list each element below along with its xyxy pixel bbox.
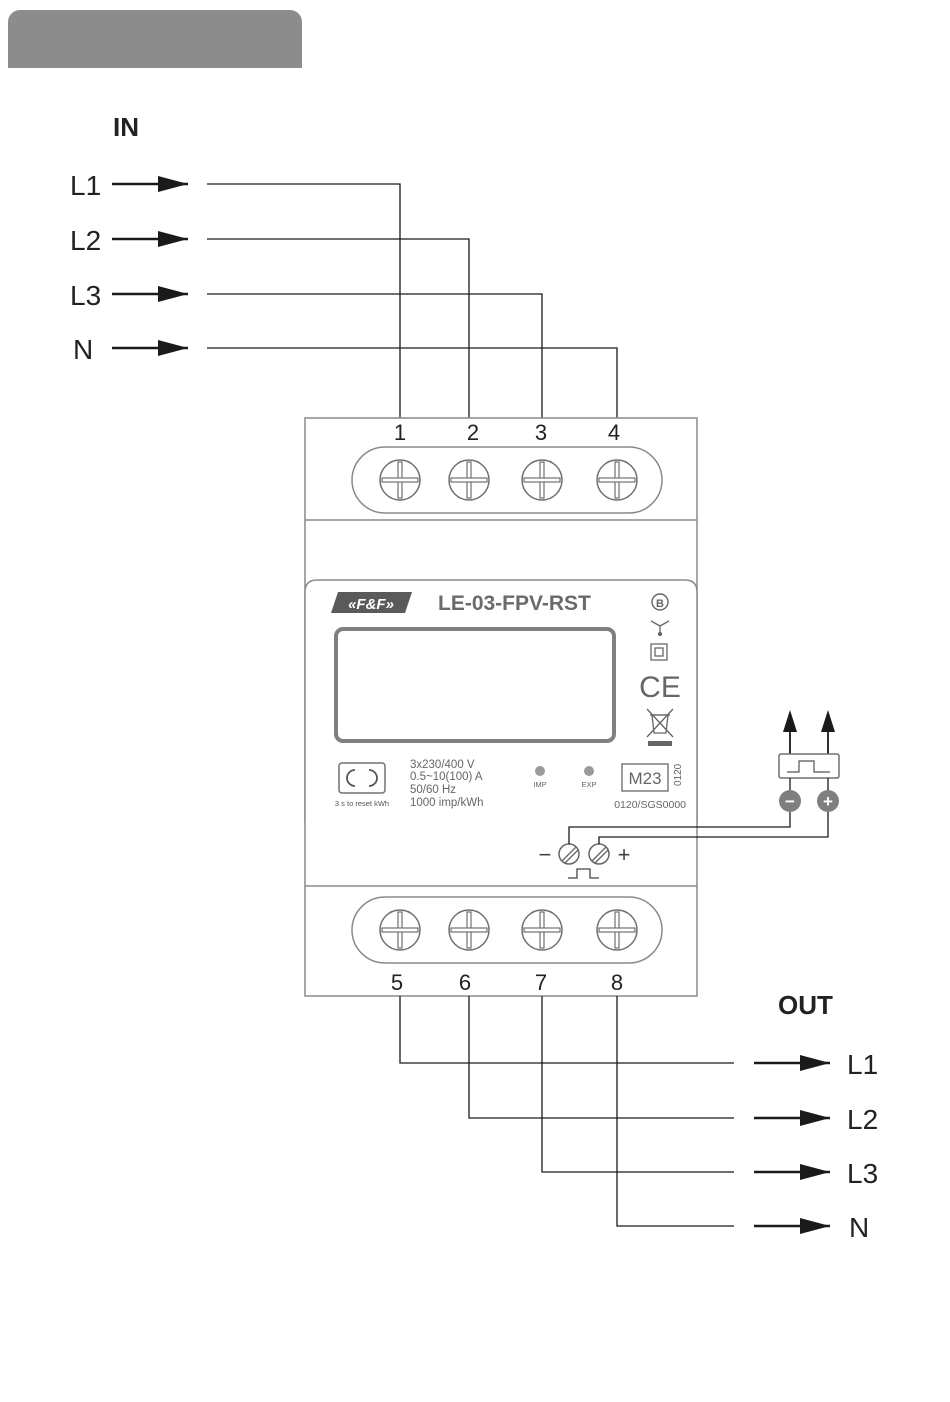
pulse-terminal-minus xyxy=(559,844,579,864)
pulse-terminal-plus xyxy=(589,844,609,864)
input-label-n: N xyxy=(73,334,93,365)
terminal-number-7: 7 xyxy=(535,970,547,995)
reset-button[interactable] xyxy=(339,763,385,793)
output-label-n: N xyxy=(849,1212,869,1243)
terminal-screw-4 xyxy=(597,460,637,500)
ce-mark: CE xyxy=(639,671,681,704)
terminal-number-8: 8 xyxy=(611,970,623,995)
reset-caption: 3 s to reset kWh xyxy=(335,799,389,808)
pulse-plus-sign: + xyxy=(618,842,631,867)
terminal-screw-6 xyxy=(449,910,489,950)
metrology-mark: M23 xyxy=(628,769,661,788)
svg-text:B: B xyxy=(656,598,664,610)
spec-line-2: 0.5~10(100) A xyxy=(410,771,483,783)
input-wires xyxy=(207,184,617,418)
terminal-number-2: 2 xyxy=(467,420,479,445)
terminal-number-5: 5 xyxy=(391,970,403,995)
in-title: IN xyxy=(113,112,139,142)
terminal-number-6: 6 xyxy=(459,970,471,995)
terminal-number-3: 3 xyxy=(535,420,547,445)
svg-text:+: + xyxy=(823,792,833,811)
lcd-display xyxy=(336,629,614,741)
terminal-screw-8 xyxy=(597,910,637,950)
input-label-l2: L2 xyxy=(70,225,101,256)
spec-line-3: 50/60 Hz xyxy=(410,784,456,796)
input-label-l1: L1 xyxy=(70,170,101,201)
output-label-l3: L3 xyxy=(847,1158,878,1189)
pulse-counter: − + xyxy=(779,710,839,812)
exp-led-label: EXP xyxy=(581,780,596,789)
imp-led xyxy=(535,766,545,776)
metrology-year: 0120 xyxy=(673,763,684,786)
imp-led-label: IMP xyxy=(533,780,546,789)
spec-line-1: 3x230/400 V xyxy=(410,759,475,771)
pulse-minus-sign: − xyxy=(539,842,552,867)
terminal-screw-5 xyxy=(380,910,420,950)
exp-led xyxy=(584,766,594,776)
terminal-number-4: 4 xyxy=(608,420,620,445)
output-wires xyxy=(400,996,734,1226)
terminal-screw-2 xyxy=(449,460,489,500)
brand-logo: «F&F» xyxy=(331,592,412,613)
terminal-screw-3 xyxy=(522,460,562,500)
spec-line-4: 1000 imp/kWh xyxy=(410,797,484,809)
terminal-number-1: 1 xyxy=(394,420,406,445)
terminal-screw-1 xyxy=(380,460,420,500)
svg-text:−: − xyxy=(785,792,795,811)
svg-text:«F&F»: «F&F» xyxy=(348,596,394,613)
input-label-l3: L3 xyxy=(70,280,101,311)
output-label-l1: L1 xyxy=(847,1049,878,1080)
header-tab-base xyxy=(8,40,302,68)
terminal-screw-7 xyxy=(522,910,562,950)
certificate-number: 0120/SGS0000 xyxy=(614,799,686,811)
model-name: LE-03-FPV-RST xyxy=(438,592,591,615)
energy-meter: «F&F» LE-03-FPV-RST B CE xyxy=(305,418,697,996)
out-title: OUT xyxy=(778,990,833,1020)
input-arrows xyxy=(112,176,188,356)
output-arrows xyxy=(754,1055,830,1234)
output-label-l2: L2 xyxy=(847,1104,878,1135)
